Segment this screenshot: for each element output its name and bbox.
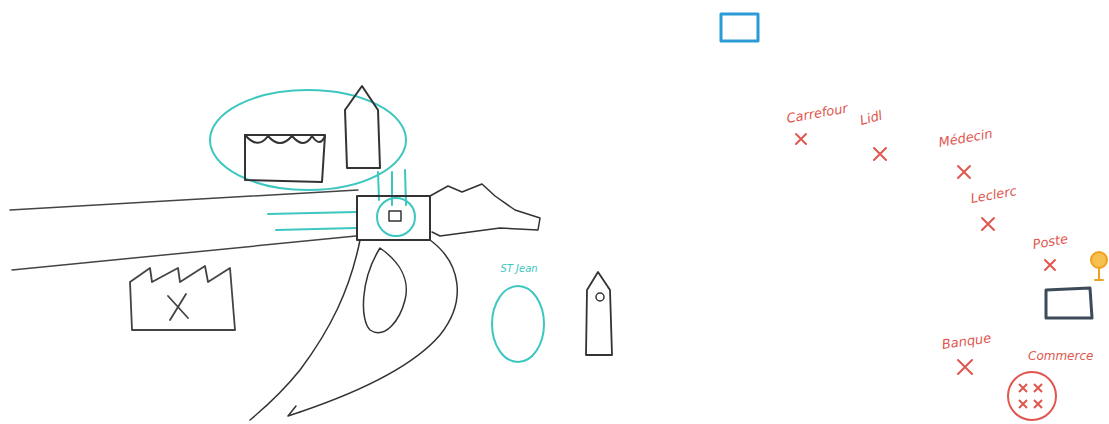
shop-mark <box>1019 384 1027 392</box>
place-name: ST Jean <box>500 263 537 274</box>
factory-symbol <box>130 266 235 330</box>
area-border <box>492 286 544 362</box>
centre-circle <box>377 198 415 236</box>
place-label: Leclerc <box>970 184 1018 206</box>
post-office-building <box>1046 288 1092 318</box>
place-label: Banque <box>941 331 992 352</box>
place-name: Commerce <box>1028 350 1093 363</box>
letterbox-icon <box>1091 252 1107 280</box>
place-label: Carrefour <box>786 101 849 126</box>
area-outline <box>484 262 554 367</box>
shop-mark <box>1019 400 1027 408</box>
area-border <box>1008 372 1056 420</box>
road <box>10 190 358 270</box>
place-label: Poste <box>1032 232 1070 252</box>
town-centre-outline <box>210 90 406 190</box>
square-symbol <box>357 196 430 240</box>
church-clock <box>596 293 604 301</box>
park-shape <box>430 184 540 236</box>
church-district-oval: ST Jean <box>484 262 554 367</box>
shop-mark <box>1034 384 1042 392</box>
church-symbol <box>586 272 612 355</box>
river <box>250 240 457 420</box>
place-marks <box>796 134 1055 374</box>
place-label: Lidl <box>858 109 884 129</box>
small-square <box>389 211 401 221</box>
shop-mark <box>1034 400 1042 408</box>
place-label: Médecin <box>938 127 994 151</box>
link-lines <box>268 170 406 230</box>
tower-symbol <box>345 86 380 168</box>
shop-symbol <box>245 135 325 182</box>
blue-square <box>721 14 758 41</box>
shops-circle: Commerce <box>1000 349 1104 422</box>
